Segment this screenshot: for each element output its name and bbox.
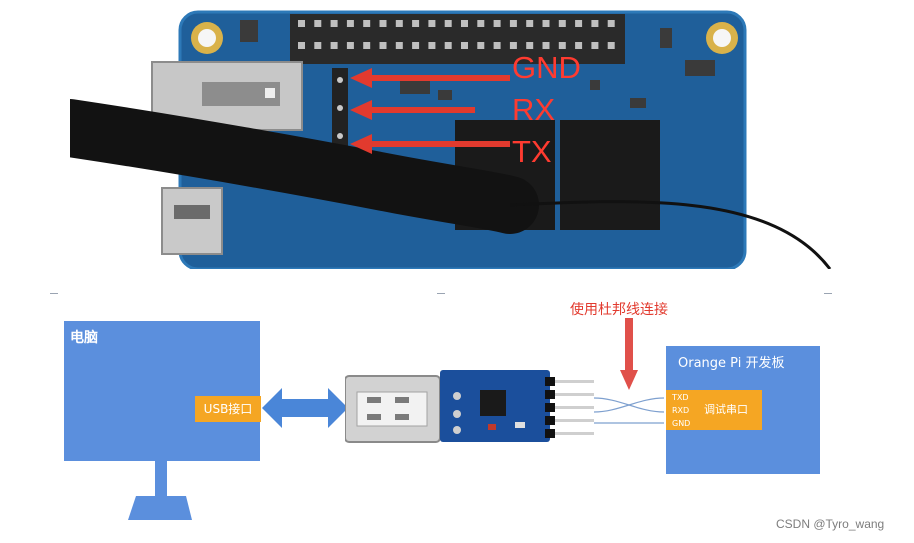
header-pin — [428, 20, 436, 27]
header-pin — [526, 20, 534, 27]
header-pin — [509, 20, 517, 27]
header-pin — [395, 42, 403, 49]
usb-double-arrow — [262, 388, 348, 428]
header-pin — [591, 20, 599, 27]
pin-txd: TXD — [672, 393, 689, 402]
header-pin — [607, 20, 615, 27]
header-pin — [477, 42, 485, 49]
corner-tick — [50, 293, 58, 294]
header-pin — [330, 20, 338, 27]
header-pin — [493, 20, 501, 27]
header-pin — [444, 42, 452, 49]
header-pin — [346, 20, 354, 27]
header-pin — [542, 20, 550, 27]
corner-tick — [824, 293, 832, 294]
orange-pi-title: Orange Pi 开发板 — [678, 356, 785, 371]
pin-label-tx: TX — [512, 134, 552, 169]
header-pin — [412, 42, 420, 49]
usb-ttl-adapter — [345, 370, 594, 443]
header-pin — [575, 42, 583, 49]
header-pin — [314, 20, 322, 27]
header-pin — [444, 20, 452, 27]
header-pin — [575, 20, 583, 27]
header-pin — [395, 20, 403, 27]
header-pin — [363, 42, 371, 49]
monitor-stand — [128, 460, 192, 520]
header-pin — [461, 20, 468, 27]
header-pin — [591, 42, 599, 49]
corner-tick — [437, 293, 445, 294]
orange-pi-board-photo: GND RX TX — [70, 0, 838, 269]
pin-label-gnd: GND — [512, 50, 581, 85]
dupont-annotation: 使用杜邦线连接 — [570, 302, 668, 318]
header-pin — [346, 42, 354, 49]
board-photo-drawing — [70, 10, 832, 269]
header-pin — [298, 42, 305, 49]
header-pin — [493, 42, 501, 49]
usb-port-label: USB接口 — [195, 396, 261, 422]
dupont-wires — [594, 397, 665, 424]
header-pin — [330, 42, 338, 49]
header-pin — [379, 42, 387, 49]
pin-arrows — [350, 68, 510, 154]
pin-gnd: GND — [672, 419, 691, 428]
pc-title: 电脑 — [70, 330, 98, 346]
header-pin — [298, 20, 305, 27]
pc-box — [64, 321, 260, 461]
header-pin — [558, 42, 566, 49]
header-pin — [461, 42, 468, 49]
header-pin — [428, 42, 436, 49]
watermark: CSDN @Tyro_wang — [776, 517, 885, 531]
header-pin — [379, 20, 387, 27]
annotation-arrow — [620, 318, 638, 390]
header-pin — [412, 20, 420, 27]
header-pin — [477, 20, 485, 27]
ram-chip-2 — [560, 120, 660, 230]
pin-label-rx: RX — [512, 92, 556, 127]
header-pin — [542, 42, 550, 49]
debug-serial-port: TXD RXD GND 调试串口 — [666, 390, 762, 430]
header-pin — [607, 42, 615, 49]
gpio-header — [290, 14, 625, 64]
pin-rxd: RXD — [672, 406, 690, 415]
debug-port-label: 调试串口 — [704, 403, 748, 416]
serial-cable — [70, 99, 539, 234]
header-pin — [509, 42, 517, 49]
header-pin — [314, 42, 322, 49]
header-pin — [558, 20, 566, 27]
header-pin — [363, 20, 371, 27]
usb-otg-connector — [161, 187, 223, 255]
header-pin — [526, 42, 534, 49]
